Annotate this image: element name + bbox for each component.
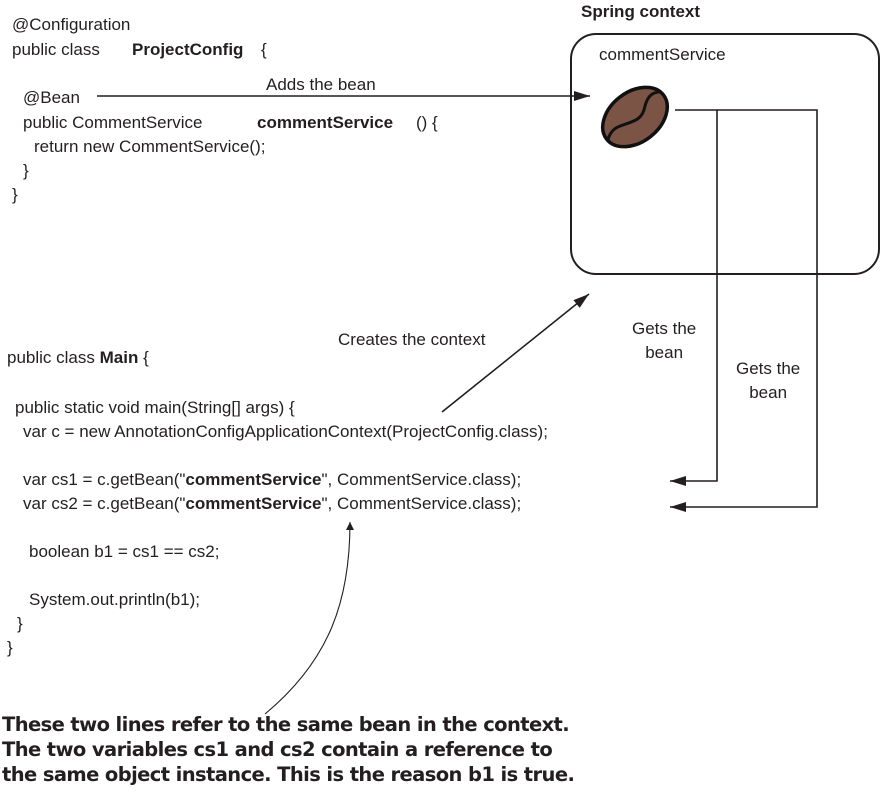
config-class-open: { (261, 40, 267, 59)
adds-bean-label: Adds the bean (266, 75, 376, 94)
method-suffix: () { (416, 113, 438, 132)
coffee-bean-icon (600, 85, 670, 149)
main-class-name: Main (99, 348, 139, 367)
configuration-annotation: @Configuration (12, 15, 131, 34)
gets-bean-label-1: Gets the bean (632, 319, 697, 362)
bean-annotation: @Bean (23, 88, 80, 107)
method-close-brace: } (23, 161, 29, 180)
cs2-bean-name: commentService (185, 494, 322, 513)
creates-context-label: Creates the context (338, 330, 486, 349)
annotation-curved-arrow (264, 521, 354, 715)
context-creation-line: var c = new AnnotationConfigApplicationC… (23, 422, 548, 441)
config-class-prefix: public class (12, 40, 100, 59)
return-statement: return new CommentService(); (34, 137, 266, 156)
cs2-line: var cs2 = c.getBean("commentService", Co… (23, 494, 521, 514)
main-class-open: { (138, 348, 149, 367)
method-name: commentService (257, 113, 394, 132)
cs1-bean-name: commentService (185, 470, 322, 489)
creates-context-arrow (441, 293, 590, 413)
main-class-prefix: public class (7, 348, 100, 367)
annotation-note: These two lines refer to the same bean i… (2, 713, 575, 786)
cs1-prefix: var cs1 = c.getBean(" (23, 470, 186, 489)
cs2-prefix: var cs2 = c.getBean(" (23, 494, 186, 513)
gets-bean-connector-2 (670, 109, 818, 512)
main-method-line: public static void main(String[] args) { (15, 398, 295, 417)
print-line: System.out.println(b1); (29, 590, 201, 609)
spring-context-title: Spring context (581, 2, 701, 21)
method-prefix: public CommentService (23, 113, 203, 132)
compare-line: boolean b1 = cs1 == cs2; (29, 542, 220, 561)
cs1-suffix: ", CommentService.class); (321, 470, 522, 489)
gets-bean-label-2: Gets the bean (736, 359, 801, 402)
spring-context-box (570, 33, 880, 275)
main-method-close: } (17, 614, 23, 633)
gets-bean-connector-1 (670, 109, 718, 486)
cs2-suffix: ", CommentService.class); (321, 494, 522, 513)
bean-label: commentService (599, 45, 726, 64)
cs1-line: var cs1 = c.getBean("commentService", Co… (23, 470, 521, 490)
main-class-line: public class Main { (7, 348, 149, 368)
main-class-close: } (7, 638, 13, 657)
config-class-name: ProjectConfig (132, 40, 244, 59)
class-close-brace: } (12, 185, 18, 204)
